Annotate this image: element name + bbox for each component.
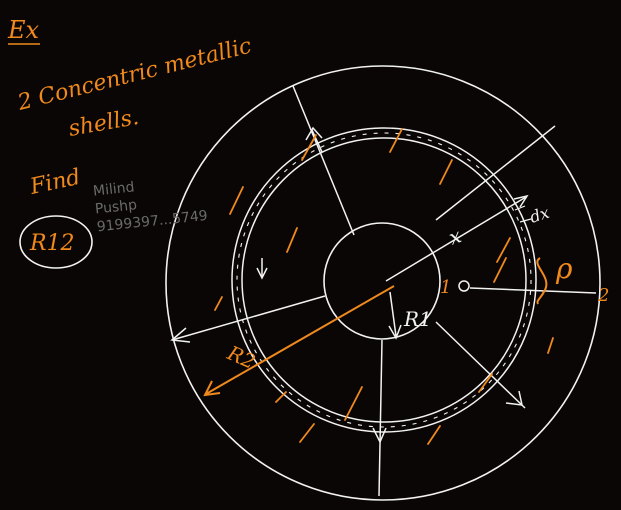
arrow-left xyxy=(171,295,326,341)
label-r1: R1 xyxy=(403,307,432,331)
note-find: Find xyxy=(27,165,83,200)
conductor-hatching xyxy=(214,128,554,445)
terminal-1-node xyxy=(458,280,470,292)
note-line-2: shells. xyxy=(67,105,141,142)
r2-radius-line xyxy=(205,285,395,395)
arrow-down-right xyxy=(435,321,526,409)
dx-marks xyxy=(514,205,532,223)
note-line-1: 2 Concentric metallic xyxy=(14,34,254,116)
r1-arrow-head xyxy=(388,324,402,340)
arrow-down-right-head xyxy=(505,390,523,406)
arrow-left-head xyxy=(170,327,191,343)
arrow-down xyxy=(378,339,383,497)
label-dx: dx xyxy=(527,203,551,227)
note-target: R12 xyxy=(29,231,75,256)
arrow-down-head xyxy=(372,427,387,444)
r2-radius-head xyxy=(203,380,221,397)
arrow-up-right xyxy=(435,125,556,221)
x-radius-line xyxy=(385,196,527,282)
watermark-line-2: Pushp xyxy=(94,197,138,217)
heading-ex: Ex xyxy=(7,16,40,44)
target-circle xyxy=(19,215,93,269)
label-terminal-2: 2 xyxy=(597,285,609,306)
x-radius-head xyxy=(513,194,529,208)
rho-bracket xyxy=(536,257,548,305)
watermark-line-1: Milind xyxy=(92,179,135,199)
thin-shell-hatching xyxy=(236,132,532,428)
label-rho: ρ xyxy=(555,252,573,285)
arrow-up-mark-head xyxy=(305,126,323,141)
inner-shell-circle xyxy=(323,222,441,340)
arrow-up-mark xyxy=(311,129,323,153)
arrow-band-left-head xyxy=(256,267,268,280)
current-arrows xyxy=(170,85,597,497)
thin-shell-outer-edge xyxy=(231,127,537,433)
thin-shell-inner-edge xyxy=(241,137,527,423)
r1-arrow xyxy=(389,291,397,337)
label-r2: R2 xyxy=(223,340,259,374)
arrow-up-left xyxy=(292,85,355,236)
outer-shell-circle xyxy=(165,65,601,501)
terminal-wire xyxy=(469,287,597,294)
label-terminal-1: 1 xyxy=(440,277,451,298)
